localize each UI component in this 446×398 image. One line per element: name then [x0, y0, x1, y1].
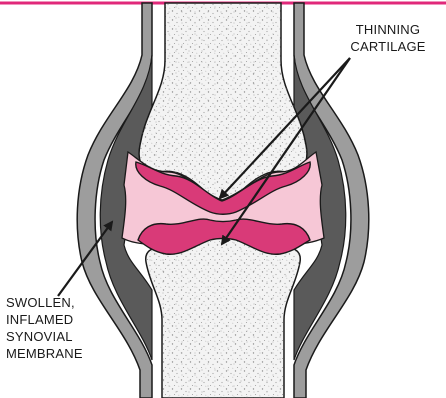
label-line: INFLAMED [6, 311, 116, 328]
label-line: THINNING [338, 21, 438, 38]
label-line: MEMBRANE [6, 345, 116, 362]
label-line: CARTILAGE [338, 38, 438, 55]
label-line: SYNOVIAL [6, 328, 116, 345]
synovial-membrane-label: SWOLLEN, INFLAMED SYNOVIAL MEMBRANE [6, 294, 116, 362]
thinning-cartilage-label: THINNING CARTILAGE [338, 21, 438, 55]
label-line: SWOLLEN, [6, 294, 116, 311]
